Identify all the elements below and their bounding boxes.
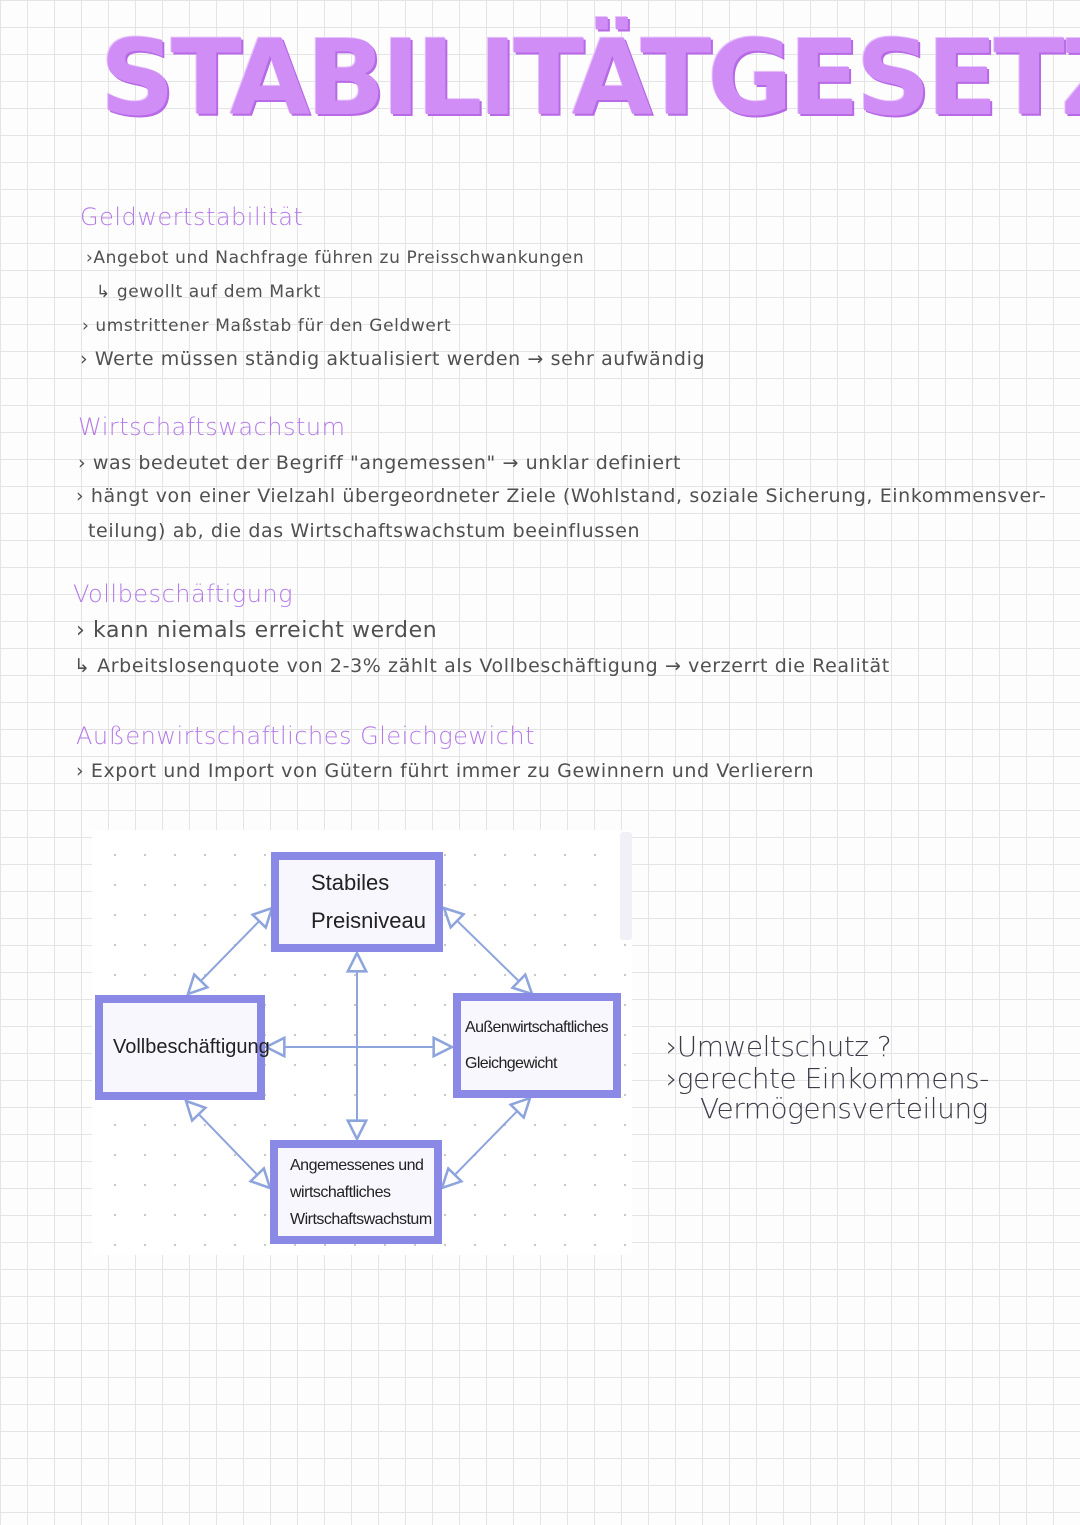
note-line: › umstrittener Maßstab für den Geldwert	[82, 316, 452, 336]
side-note-line: ›gerechte Einkommens-	[666, 1062, 989, 1095]
section-heading: Geldwertstabilität	[80, 203, 304, 231]
box-label: Stabiles	[311, 870, 390, 895]
box-label: Preisniveau	[311, 908, 426, 933]
note-line: › was bedeutet der Begriff "angemessen" …	[78, 452, 682, 474]
box-label: Vollbeschäftigung	[113, 1036, 270, 1058]
section-heading: Vollbeschäftigung	[73, 580, 294, 608]
note-line: ›Angebot und Nachfrage führen zu Preissc…	[86, 248, 585, 268]
diagram-box-aussenwirtschaft: Außenwirtschaftliches Gleichgewicht	[453, 993, 621, 1098]
box-label: Angemessenes und	[290, 1156, 424, 1174]
side-note-line: Vermögensverteilung	[700, 1092, 988, 1125]
box-label: Außenwirtschaftliches	[465, 1018, 609, 1036]
box-label: Gleichgewicht	[465, 1054, 557, 1072]
note-line: › hängt von einer Vielzahl übergeordnete…	[76, 485, 1047, 507]
box-label: wirtschaftliches	[290, 1183, 391, 1201]
section-heading: Wirtschaftswachstum	[78, 413, 346, 441]
page-title: STABILITÄTGESETZ	[100, 17, 1080, 139]
note-line: › Werte müssen ständig aktualisiert werd…	[80, 348, 706, 370]
arrow-top-right	[444, 908, 532, 994]
diagram-box-vollbeschaeftigung: Vollbeschäftigung	[95, 995, 270, 1100]
arrow-top-left	[188, 908, 272, 994]
side-note-line: ›Umweltschutz ?	[666, 1030, 892, 1063]
arrow-bottom-right	[442, 1098, 530, 1188]
box-label: Wirtschaftswachstum	[290, 1210, 432, 1228]
arrow-bottom-left	[186, 1101, 270, 1188]
note-line: ↳ gewollt auf dem Markt	[96, 282, 321, 302]
note-line: › Export und Import von Gütern führt imm…	[76, 760, 815, 782]
section-heading: Außenwirtschaftliches Gleichgewicht	[76, 722, 535, 750]
note-line: › kann niemals erreicht werden	[76, 618, 438, 643]
note-line: ↳ Arbeitslosenquote von 2-3% zählt als V…	[74, 655, 890, 677]
diagram-box-preisniveau: Stabiles Preisniveau	[271, 852, 443, 952]
diagram-box-wirtschaftswachstum: Angemessenes und wirtschaftliches Wirtsc…	[270, 1140, 442, 1244]
note-line: teilung) ab, die das Wirtschaftswachstum…	[88, 520, 641, 542]
scrollbar	[620, 832, 632, 940]
